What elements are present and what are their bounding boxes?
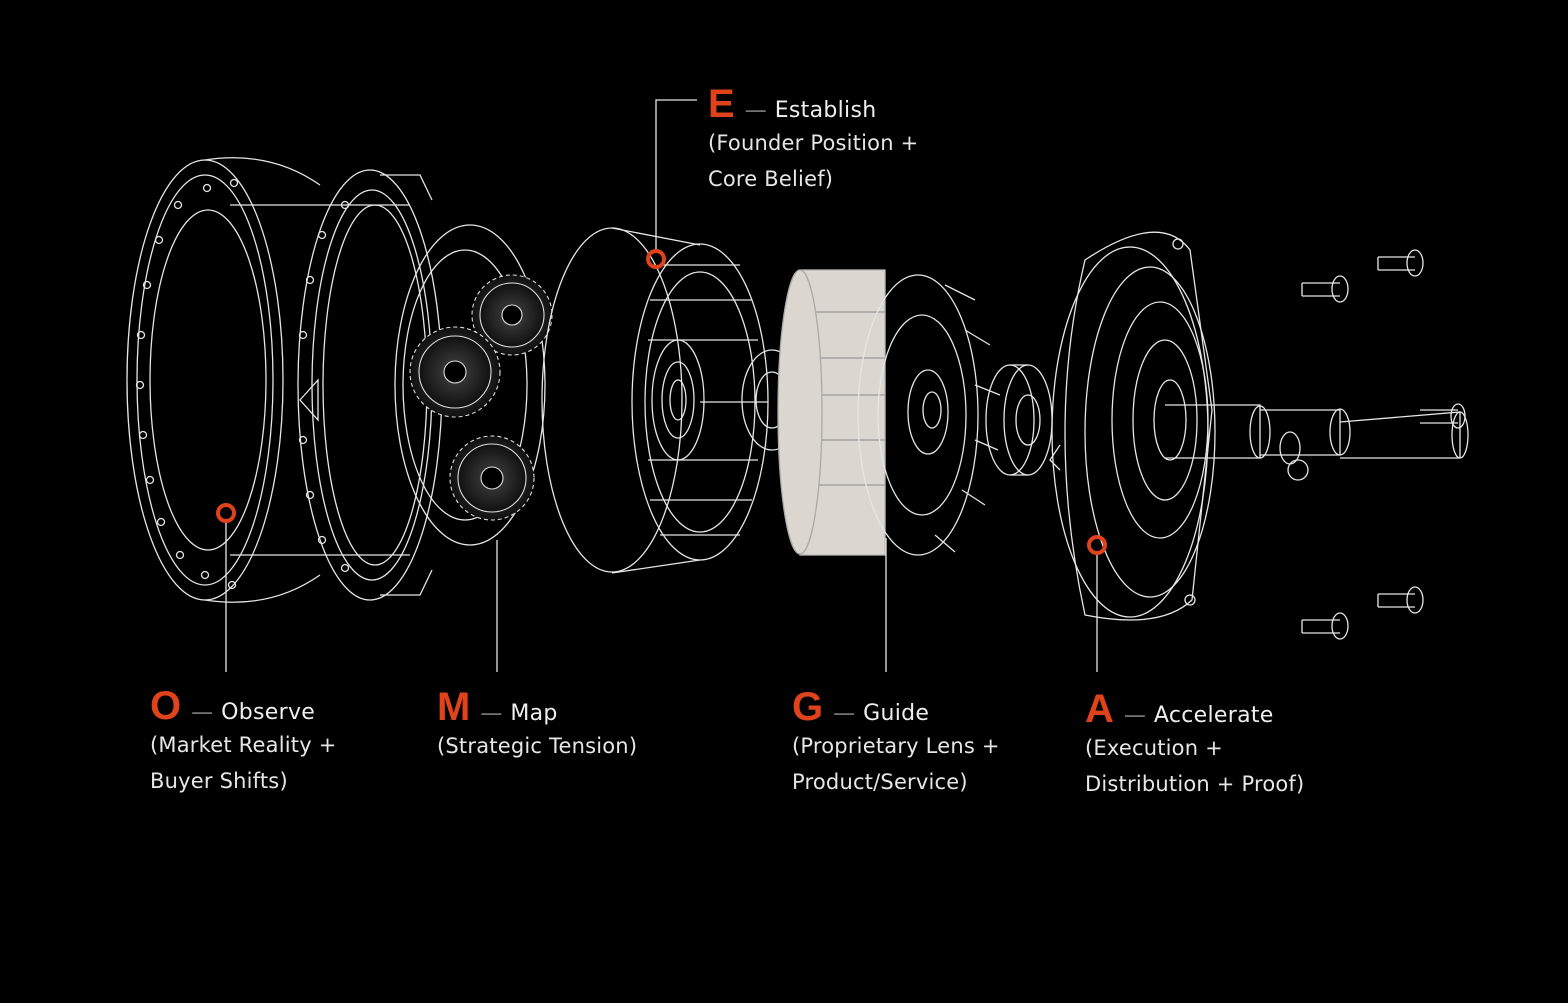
- callout-subtitle-line1: (Proprietary Lens +: [792, 734, 1000, 758]
- callout-subtitle-line2: Core Belief): [708, 167, 834, 191]
- planetary-gears: [394, 224, 553, 546]
- callout-dash: —: [191, 700, 214, 725]
- callout-dash: —: [744, 98, 767, 123]
- callout-subtitle-line1: (Execution +: [1085, 736, 1223, 760]
- callout-subtitle-line1: (Strategic Tension): [437, 734, 638, 758]
- mounting-bolts: [1301, 249, 1466, 640]
- callout-map: M — Map (Strategic Tension): [437, 687, 637, 763]
- callout-letter: A: [1085, 687, 1114, 731]
- axle-shaft: [1165, 404, 1469, 481]
- callout-letter: O: [150, 684, 182, 728]
- rotor-magnet-ring: [541, 227, 769, 574]
- leader-line-e: [655, 99, 697, 250]
- stator-core: [741, 269, 1001, 556]
- callout-title: Guide: [863, 701, 930, 726]
- callout-letter: G: [792, 685, 824, 729]
- callout-subtitle-line2: Distribution + Proof): [1085, 772, 1305, 796]
- callout-dash: —: [480, 701, 503, 726]
- callout-title: Map: [510, 701, 558, 726]
- marker-a: [1087, 535, 1107, 555]
- callout-letter: E: [708, 82, 735, 126]
- callout-accelerate: A — Accelerate (Execution + Distribution…: [1085, 689, 1304, 801]
- callout-establish: E — Establish (Founder Position + Core B…: [708, 84, 918, 196]
- marker-o: [216, 503, 236, 523]
- bearing-ring: [985, 364, 1053, 476]
- callout-dash: —: [1123, 703, 1146, 728]
- callout-title: Accelerate: [1153, 703, 1274, 728]
- callout-dash: —: [833, 701, 856, 726]
- callout-letter: M: [437, 685, 471, 729]
- callout-subtitle-line2: Product/Service): [792, 770, 968, 794]
- marker-e: [646, 249, 666, 269]
- end-cover-plate: [1049, 231, 1216, 621]
- callout-subtitle-line1: (Founder Position +: [708, 131, 919, 155]
- callout-title: Establish: [774, 98, 877, 123]
- callout-title: Observe: [221, 700, 316, 725]
- callout-subtitle-line1: (Market Reality +: [150, 733, 337, 757]
- callout-guide: G — Guide (Proprietary Lens + Product/Se…: [792, 687, 1000, 799]
- callout-subtitle-line2: Buyer Shifts): [150, 769, 288, 793]
- callout-observe: O — Observe (Market Reality + Buyer Shif…: [150, 686, 337, 798]
